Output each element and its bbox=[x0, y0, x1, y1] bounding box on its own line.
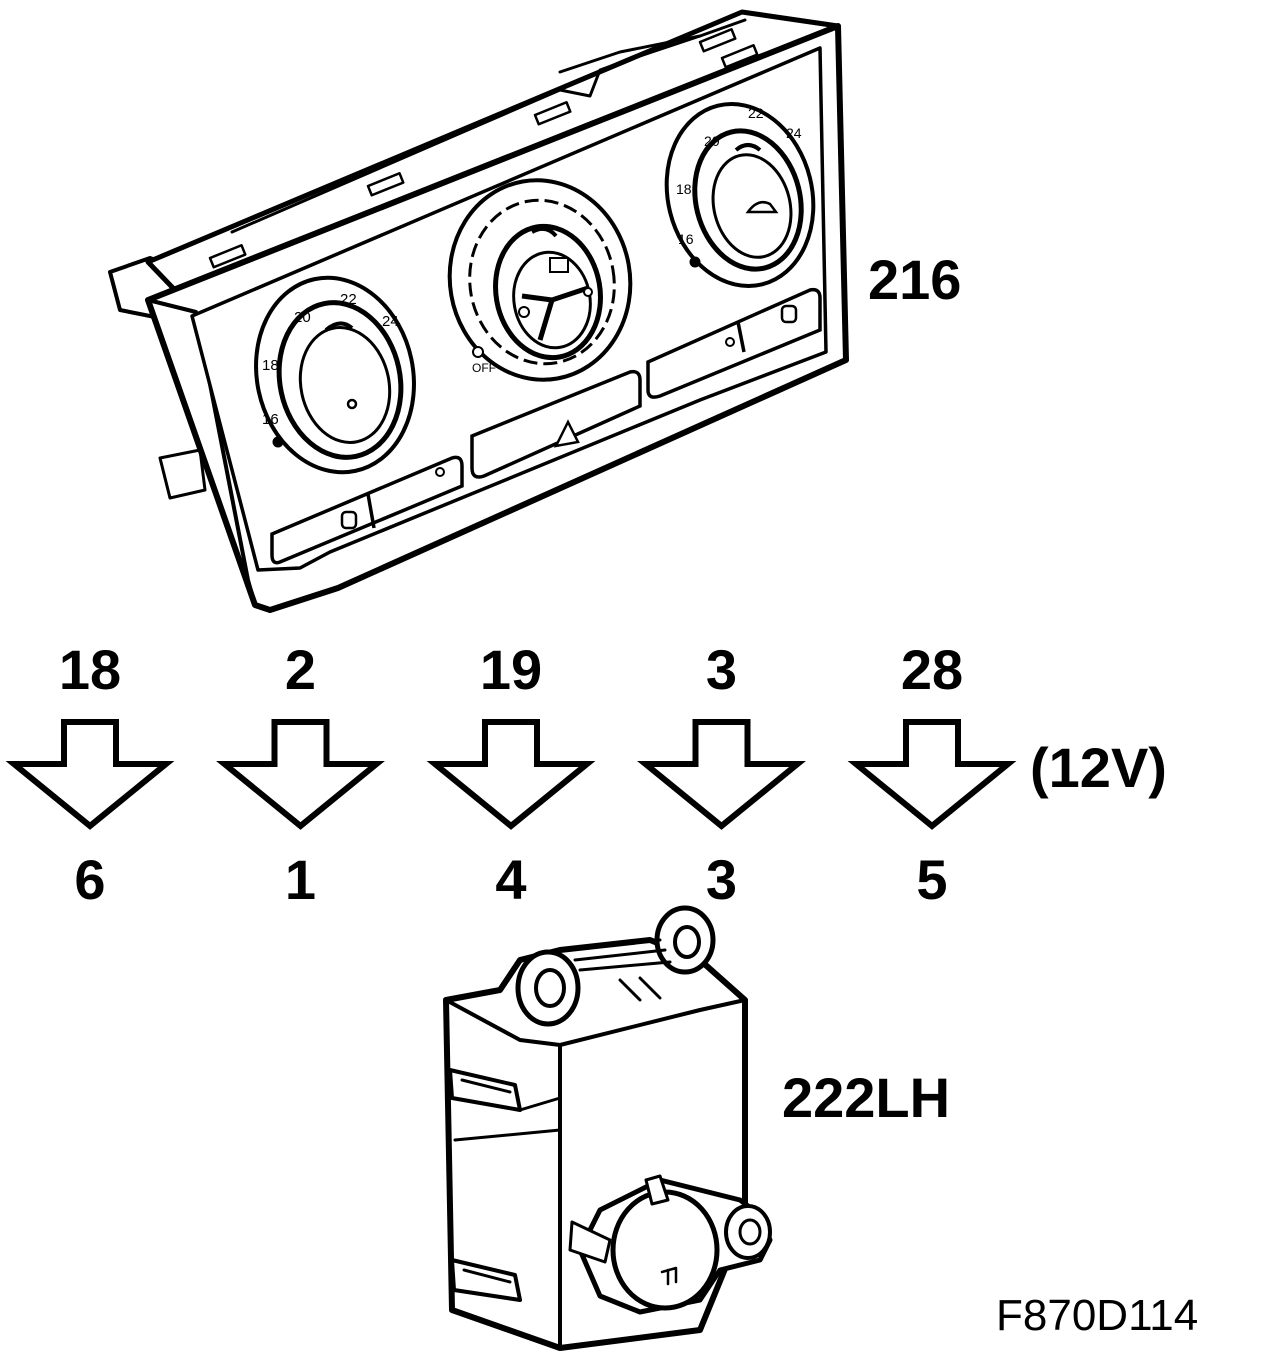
left-dial-tick: 16 bbox=[262, 411, 279, 428]
control-panel-pin: 3 bbox=[705, 638, 738, 701]
actuator-pin: 1 bbox=[284, 848, 317, 911]
control-panel-pin: 28 bbox=[900, 638, 964, 701]
actuator-pin: 3 bbox=[705, 848, 738, 911]
left-dial-tick: 24 bbox=[382, 313, 399, 330]
actuator-pin: 6 bbox=[74, 848, 106, 911]
actuator-pin: 5 bbox=[916, 848, 948, 911]
connection-arrow bbox=[5, 719, 175, 830]
connection-arrow bbox=[216, 719, 385, 830]
right-dial-tick: 24 bbox=[786, 125, 802, 141]
climate-control-panel-drawing: 16 18 20 22 24 OFF bbox=[108, 9, 849, 613]
control-panel-pin: 19 bbox=[479, 638, 543, 701]
voltage-label: (12V) bbox=[1030, 736, 1167, 799]
right-dial-tick: 20 bbox=[704, 133, 720, 149]
actuator-drawing bbox=[443, 905, 773, 1351]
connection-arrow bbox=[426, 719, 596, 830]
connection-arrow bbox=[637, 719, 806, 830]
figure-id: F870D114 bbox=[996, 1291, 1199, 1340]
control-panel-pin: 2 bbox=[284, 638, 317, 701]
fan-off-marking: OFF bbox=[472, 361, 496, 375]
left-dial-tick: 18 bbox=[262, 357, 279, 374]
connection-arrow bbox=[847, 719, 1017, 830]
right-dial-tick: 22 bbox=[748, 105, 764, 121]
left-dial-tick: 20 bbox=[294, 309, 311, 326]
right-dial-tick: 16 bbox=[678, 231, 694, 247]
actuator-label: 222LH bbox=[782, 1066, 951, 1129]
right-dial-tick: 18 bbox=[676, 181, 692, 197]
left-dial-tick: 22 bbox=[340, 291, 357, 308]
control-panel-label: 216 bbox=[868, 248, 962, 311]
actuator-pin: 4 bbox=[495, 848, 527, 911]
connection-arrows bbox=[5, 719, 1017, 830]
control-panel-pin: 18 bbox=[58, 638, 122, 701]
